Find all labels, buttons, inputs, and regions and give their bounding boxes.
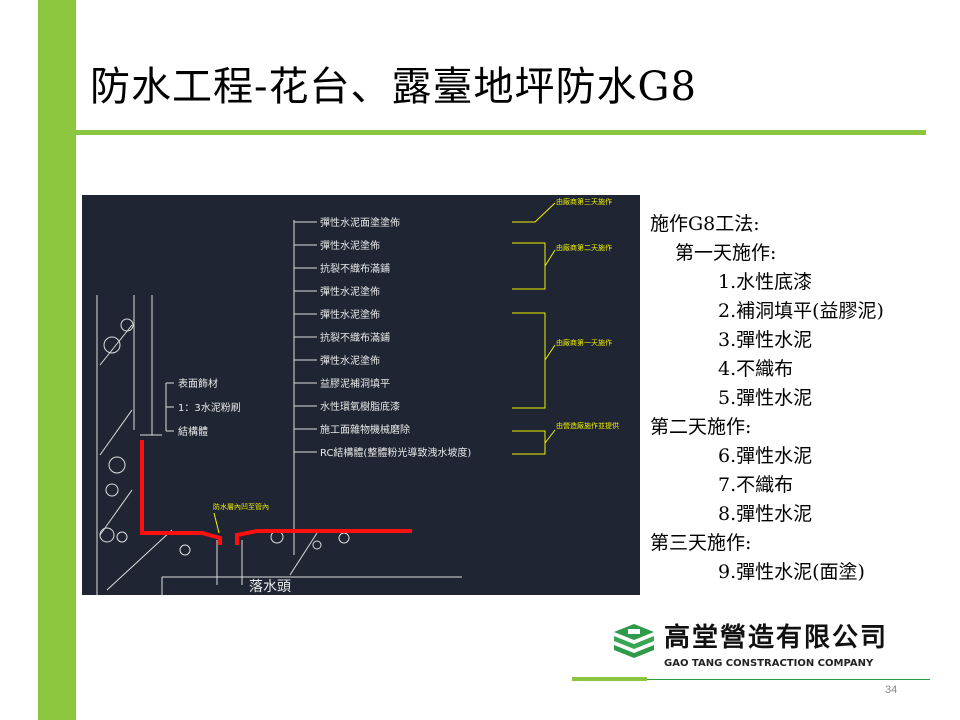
page-title: 防水工程-花台、露臺地坪防水G8 — [90, 64, 697, 110]
layer-label: 彈性水泥面塗塗佈 — [320, 216, 400, 229]
day2-heading: 第二天施作: — [650, 416, 752, 438]
procedure-list: 施作G8工法: 第一天施作: 1.水性底漆 2.補洞填平(益膠泥) 3.彈性水泥… — [650, 210, 884, 587]
layer-label: 益膠泥補洞填平 — [320, 377, 390, 390]
step-item: 7.不織布 — [718, 474, 794, 496]
step-item: 8.彈性水泥 — [718, 503, 813, 525]
company-name-zh: 高堂營造有限公司 — [664, 623, 889, 653]
layer-label: 彈性水泥塗佈 — [320, 354, 380, 367]
layer-label: 水性環氧樹脂底漆 — [320, 400, 400, 413]
footer-accent — [572, 677, 647, 681]
step-item: 2.補洞填平(益膠泥) — [718, 300, 884, 322]
procedure-heading: 施作G8工法: — [650, 213, 760, 235]
day1-heading: 第一天施作: — [675, 242, 777, 264]
note-day1: 由廠商第一天施作 — [556, 338, 612, 347]
cad-drawing: 彈性水泥面塗塗佈 彈性水泥塗佈 抗裂不織布滿鋪 彈性水泥塗佈 彈性水泥塗佈 抗裂… — [82, 195, 640, 595]
step-item: 4.不織布 — [718, 358, 794, 380]
drain-label: 落水頭 — [249, 579, 291, 595]
step-item: 9.彈性水泥(面塗) — [718, 561, 865, 583]
page-number: 34 — [885, 684, 898, 696]
step-item: 5.彈性水泥 — [718, 387, 813, 409]
step-item: 1.水性底漆 — [718, 271, 813, 293]
layer-label: 抗裂不織布滿鋪 — [320, 331, 390, 344]
layer-label: 施工面雜物機械磨除 — [320, 423, 410, 436]
step-item: 3.彈性水泥 — [718, 329, 813, 351]
title-divider — [76, 130, 926, 135]
cad-svg: 彈性水泥面塗塗佈 彈性水泥塗佈 抗裂不織布滿鋪 彈性水泥塗佈 彈性水泥塗佈 抗裂… — [96, 197, 619, 595]
layer-label: 彈性水泥塗佈 — [320, 308, 380, 321]
wall-label: 表面飾材 — [178, 377, 218, 390]
note-contractor: 由營造廠施作並提供 — [556, 421, 619, 430]
layer-label: RC結構體(整體粉光導致洩水坡度) — [320, 446, 471, 459]
company-name-en: GAO TANG CONSTRACTION COMPANY — [664, 658, 874, 669]
day3-heading: 第三天施作: — [650, 532, 752, 554]
layer-label: 彈性水泥塗佈 — [320, 239, 380, 252]
step-item: 6.彈性水泥 — [718, 445, 813, 467]
footer-divider — [572, 679, 930, 680]
drain-note: 防水層內凹至管內 — [213, 502, 269, 511]
accent-stripe — [38, 0, 76, 720]
layer-label: 彈性水泥塗佈 — [320, 285, 380, 298]
wall-label: 1：3水泥粉刷 — [178, 401, 241, 414]
waterproof-layer-line — [140, 440, 412, 545]
wall-label: 結構體 — [178, 425, 208, 438]
logo-mark-icon — [614, 624, 654, 658]
note-day2: 由廠商第二天施作 — [556, 243, 612, 252]
layer-label: 抗裂不織布滿鋪 — [320, 262, 390, 275]
note-day3: 由廠商第三天施作 — [556, 197, 612, 206]
company-logo: 高堂營造有限公司 GAO TANG CONSTRACTION COMPANY — [612, 622, 886, 669]
